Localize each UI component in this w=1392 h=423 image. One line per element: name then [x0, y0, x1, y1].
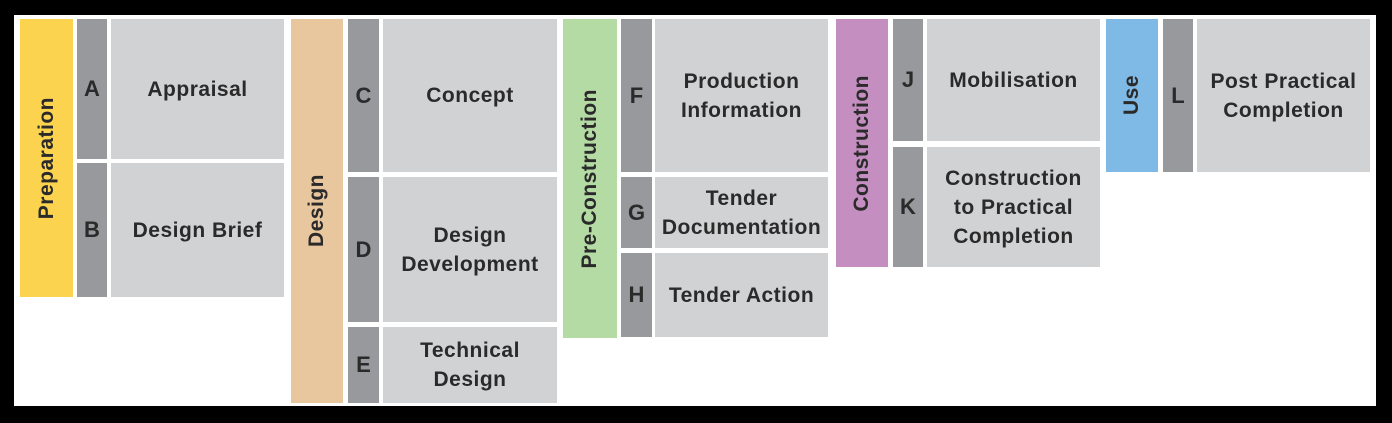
- stage-label-h: Tender Action: [668, 283, 815, 307]
- stage-label-c: Concept: [426, 84, 514, 107]
- stage-letter-a: A: [77, 19, 107, 159]
- stage-letter-l: L: [1163, 19, 1193, 172]
- stage-box-g: Tender Documentation: [655, 177, 828, 248]
- stage-letter-h: H: [621, 253, 652, 337]
- stage-letter-b: B: [77, 163, 107, 297]
- group-label-design: Design: [305, 174, 328, 248]
- stage-letter-k: K: [893, 147, 923, 267]
- stage-label-j: Mobilisation: [949, 68, 1078, 92]
- group-bar-preparation: Preparation: [20, 19, 73, 297]
- stage-box-c: Concept: [383, 19, 557, 172]
- group-label-construction: Construction: [850, 74, 873, 212]
- stage-box-d: Design Development: [383, 177, 557, 322]
- group-bar-use: Use: [1106, 19, 1158, 172]
- stage-box-h: Tender Action: [655, 253, 828, 337]
- stage-letter-j: J: [893, 19, 923, 141]
- stage-label-g: Tender Documentation: [661, 186, 822, 239]
- stage-letter-e: E: [348, 327, 379, 403]
- group-bar-design: Design: [291, 19, 343, 403]
- stage-letter-g: G: [621, 177, 652, 248]
- stage-box-f: Production Information: [655, 19, 828, 172]
- stage-label-k: Construction to Practical Completion: [945, 166, 1082, 248]
- group-label-pre-construction: Pre-Construction: [578, 88, 601, 269]
- stage-box-e: Technical Design: [383, 327, 557, 403]
- stage-letter-c: C: [348, 19, 379, 172]
- stage-label-e: Technical Design: [420, 339, 520, 391]
- stage-label-f: Production Information: [681, 69, 802, 122]
- group-label-preparation: Preparation: [34, 96, 58, 220]
- stage-box-a: Appraisal: [111, 19, 284, 159]
- stage-letter-d: D: [348, 177, 379, 322]
- stage-letter-f: F: [621, 19, 652, 172]
- group-bar-construction: Construction: [836, 19, 888, 267]
- stage-label-a: Appraisal: [147, 77, 248, 101]
- group-bar-pre-construction: Pre-Construction: [563, 19, 617, 338]
- stage-box-l: Post Practical Completion: [1197, 19, 1370, 172]
- stage-label-b: Design Brief: [132, 218, 263, 242]
- stage-box-b: Design Brief: [111, 163, 284, 297]
- stage-label-l: Post Practical Completion: [1210, 69, 1357, 122]
- group-label-use: Use: [1120, 75, 1143, 116]
- stage-box-j: Mobilisation: [927, 19, 1100, 141]
- stage-label-d: Design Development: [401, 223, 539, 276]
- stage-box-k: Construction to Practical Completion: [927, 147, 1100, 267]
